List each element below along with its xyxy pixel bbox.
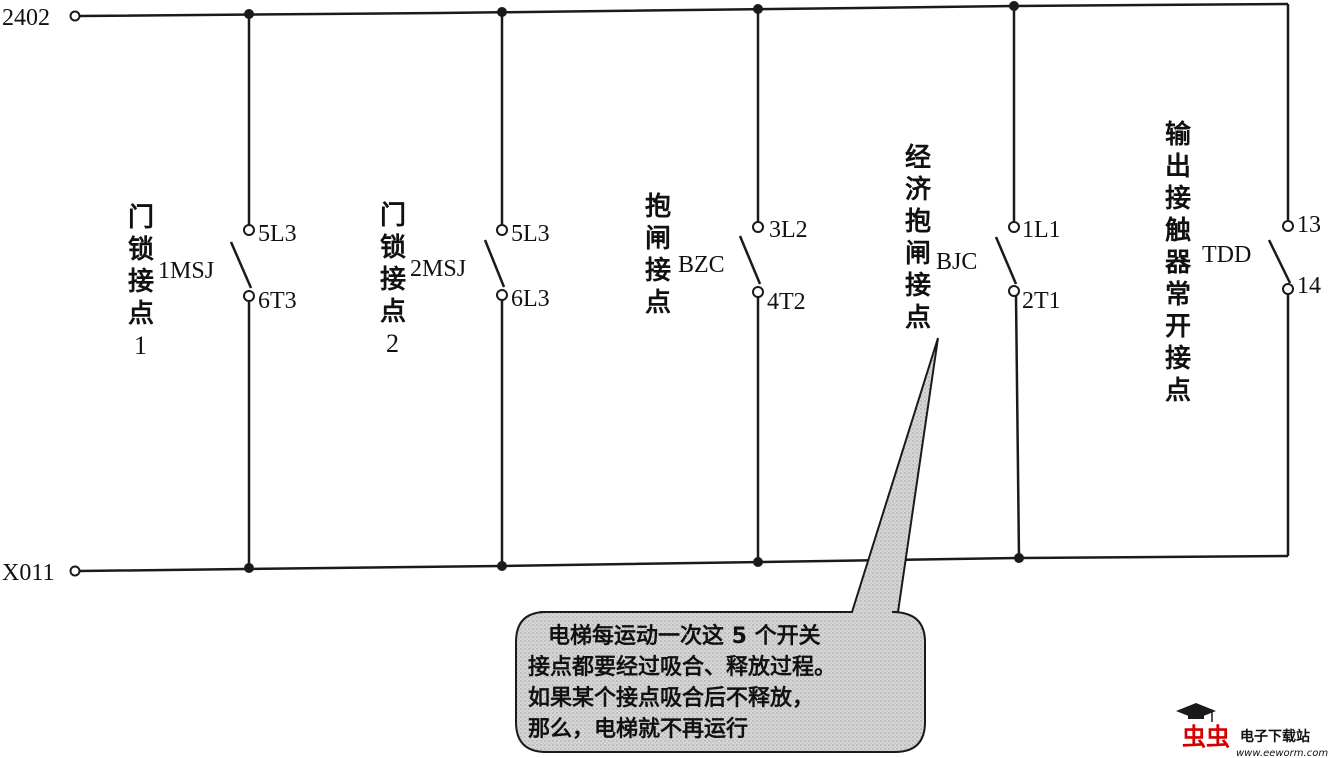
bottom-terminal-label: X011 bbox=[2, 560, 54, 586]
top-rail bbox=[69, 2, 1289, 22]
contact-terminal-upper bbox=[1008, 221, 1020, 233]
description-char: 触 bbox=[1165, 216, 1191, 246]
top-terminal-label: 2402 bbox=[2, 5, 50, 31]
upper-terminal-label: 1L1 bbox=[1022, 217, 1061, 243]
contact-terminal-lower bbox=[243, 290, 255, 302]
switch-blade bbox=[229, 241, 253, 289]
description-char: 济 bbox=[905, 175, 932, 205]
description-char: 抱 bbox=[905, 207, 931, 237]
junction-dot bbox=[497, 561, 507, 571]
upper-terminal-label: 3L2 bbox=[769, 217, 808, 243]
lower-terminal-label: 6T3 bbox=[258, 288, 297, 314]
description-char: 经 bbox=[905, 142, 931, 173]
callout-line: 接点都要经过吸合、释放过程。 bbox=[528, 654, 836, 680]
description-char: 门 bbox=[128, 203, 154, 233]
callout-line: 如果某个接点吸合后不释放， bbox=[528, 685, 814, 711]
description-char: 接 bbox=[128, 267, 154, 297]
contact-1msj: 5L3 6T3 1MSJ 门 锁 接 点 1 bbox=[128, 9, 297, 573]
description-char: 锁 bbox=[128, 234, 154, 265]
switch-blade bbox=[994, 236, 1018, 285]
contact-name: TDD bbox=[1202, 242, 1251, 268]
description-char: 门 bbox=[380, 201, 406, 231]
switch-blade bbox=[738, 235, 762, 285]
contact-terminal-lower bbox=[752, 286, 764, 298]
description-char: 闸 bbox=[645, 224, 671, 254]
upper-terminal-label: 13 bbox=[1297, 212, 1321, 238]
junction-dot bbox=[1009, 1, 1019, 11]
contact-bzc: 3L2 4T2 BZC 抱 闸 接 点 bbox=[645, 4, 808, 567]
contact-name: 2MSJ bbox=[410, 256, 466, 282]
description-char: 抱 bbox=[645, 192, 671, 222]
contact-terminal-lower bbox=[496, 289, 508, 301]
description-char: 输 bbox=[1165, 119, 1192, 150]
lower-terminal-label: 4T2 bbox=[767, 289, 806, 315]
lower-terminal-label: 6L3 bbox=[511, 286, 550, 312]
callout-line: 那么，电梯就不再运行 bbox=[528, 716, 748, 742]
description-char: 2 bbox=[386, 329, 399, 358]
graduation-cap-icon bbox=[1176, 703, 1216, 722]
description-char: 点 bbox=[380, 296, 406, 327]
junction-dot bbox=[244, 563, 254, 573]
description-char: 闸 bbox=[905, 239, 931, 269]
watermark-url: www.eeworm.com bbox=[1236, 748, 1328, 758]
contact-name: BZC bbox=[678, 252, 725, 278]
description-char: 常 bbox=[1165, 280, 1191, 310]
upper-terminal-label: 5L3 bbox=[258, 221, 297, 247]
description-char: 出 bbox=[1165, 152, 1191, 182]
description-char: 点 bbox=[1165, 375, 1191, 406]
description-char: 接 bbox=[905, 271, 931, 301]
junction-dot bbox=[753, 4, 763, 14]
description-char: 接 bbox=[380, 265, 406, 295]
lower-terminal-label: 14 bbox=[1297, 273, 1321, 299]
watermark-text: 电子下载站 bbox=[1240, 728, 1310, 745]
upper-terminal-label: 5L3 bbox=[511, 221, 550, 247]
contact-terminal-upper bbox=[1282, 220, 1294, 232]
bottom-terminal bbox=[69, 565, 81, 577]
contact-terminal-lower bbox=[1008, 285, 1020, 297]
switch-blade bbox=[483, 239, 506, 288]
contact-terminal-upper bbox=[752, 221, 764, 233]
description-char: 开 bbox=[1165, 312, 1191, 342]
switch-blade bbox=[1267, 239, 1292, 284]
callout-bubble: 电梯每运动一次这 5 个开关 接点都要经过吸合、释放过程。 如果某个接点吸合后不… bbox=[515, 337, 939, 753]
contact-name: 1MSJ bbox=[158, 258, 214, 284]
watermark: 虫虫 电子下载站 www.eeworm.com bbox=[1176, 703, 1328, 758]
callout-line: 电梯每运动一次这 5 个开关 bbox=[548, 623, 821, 649]
description-char: 点 bbox=[645, 287, 671, 318]
watermark-brand: 虫虫 bbox=[1182, 723, 1230, 751]
junction-dot bbox=[753, 557, 763, 567]
description-char: 1 bbox=[134, 331, 147, 360]
description-char: 器 bbox=[1164, 248, 1192, 278]
lower-terminal-label: 2T1 bbox=[1022, 288, 1061, 314]
contact-terminal-upper bbox=[496, 224, 508, 236]
contact-name: BJC bbox=[936, 249, 977, 275]
description-char: 接 bbox=[1165, 344, 1191, 374]
description-char: 点 bbox=[905, 302, 931, 333]
description-char: 锁 bbox=[380, 232, 406, 263]
contact-terminal-lower bbox=[1282, 283, 1294, 295]
top-rail-line bbox=[79, 2, 1289, 18]
junction-dot bbox=[244, 9, 254, 19]
description-char: 接 bbox=[645, 256, 671, 286]
description-char: 点 bbox=[128, 298, 154, 329]
junction-dot bbox=[1014, 553, 1024, 563]
junction-dot bbox=[497, 7, 507, 17]
top-terminal bbox=[69, 10, 81, 22]
contact-tdd: 13 14 TDD 输 出 接 触 器 常 开 接 点 bbox=[1164, 4, 1321, 556]
description-char: 接 bbox=[1165, 184, 1191, 214]
callout-shape bbox=[515, 337, 939, 753]
contact-terminal-upper bbox=[243, 224, 255, 236]
bottom-rail-line bbox=[79, 554, 1289, 573]
contact-bjc: 1L1 2T1 BJC 经 济 抱 闸 接 点 bbox=[905, 1, 1061, 563]
contact-2msj: 5L3 6L3 2MSJ 门 锁 接 点 2 bbox=[380, 7, 550, 571]
